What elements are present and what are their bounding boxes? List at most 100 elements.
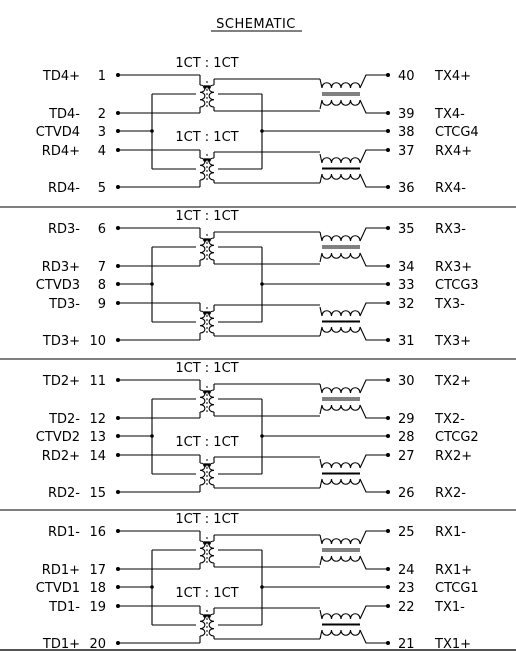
pin-number-left: 17 [89,563,106,578]
ratio-label: 1CT : 1CT [175,361,238,376]
pin-label-right: RX4- [435,181,466,196]
wire [359,605,388,620]
wire [359,629,388,644]
polarity-dot [203,85,207,89]
pin-label-right: RX2+ [435,449,472,464]
polarity-dot [203,238,207,242]
pin-number-right: 32 [398,297,415,312]
pin-label-right: RX3+ [435,260,472,275]
polarity-dot [203,463,207,467]
pin-number-left: 14 [89,449,106,464]
pin-label-right: RX1+ [435,563,472,578]
pin-number-left: 9 [98,297,106,312]
wire [359,99,388,114]
wire [319,326,323,337]
pin-label-left: RD3- [48,222,80,237]
pin-label-left: CTVD4 [36,125,80,140]
ratio-label: 1CT : 1CT [175,209,238,224]
polarity-dot [207,238,211,242]
pin-number-right: 23 [398,581,415,596]
ratio-label: 1CT : 1CT [175,130,238,145]
ratio-label: 1CT : 1CT [175,586,238,601]
schematic-title: SCHEMATIC [216,17,296,32]
wire [359,252,388,267]
block-separators [0,206,516,651]
pin-number-left: 16 [89,525,106,540]
choke-coil [321,252,361,259]
pin-number-right: 29 [398,412,415,427]
pin-number-left: 3 [98,125,106,140]
choke-coil [321,235,361,242]
pin-number-right: 24 [398,563,415,578]
polarity-dot [207,463,211,467]
wire [359,227,388,242]
wire [319,534,323,545]
pin-number-right: 37 [398,144,415,159]
pin-label-right: TX1+ [434,637,471,652]
wire [319,153,323,164]
pin-number-left: 15 [89,486,106,501]
choke-coil [321,82,361,89]
choke-coil [321,157,361,164]
wire [359,555,388,570]
pin-number-left: 2 [98,107,106,122]
pin-label-left: TD4+ [42,69,80,84]
choke-coil [321,387,361,394]
pin-label-left: RD4- [48,181,80,196]
wire [319,555,323,566]
pin-label-left: RD2- [48,486,80,501]
wire [359,530,388,545]
pin-number-right: 26 [398,486,415,501]
pin-label-right: TX4+ [434,69,471,84]
pin-number-left: 11 [89,374,106,389]
pin-number-right: 21 [398,637,415,652]
pin-label-right: TX1- [434,600,465,615]
wire [319,252,323,263]
pin-number-left: 4 [98,144,106,159]
pin-number-right: 36 [398,181,415,196]
wire [359,379,388,394]
pin-label-left: CTVD1 [36,581,80,596]
choke-coil [321,310,361,317]
pin-label-right: RX1- [435,525,466,540]
pin-label-right: CTCG2 [435,430,479,445]
pin-label-left: RD2+ [42,449,80,464]
wire [359,302,388,317]
polarity-dot [203,311,207,315]
pin-label-left: RD1- [48,525,80,540]
wire [359,478,388,493]
choke-coil [321,326,361,333]
pin-label-right: TX3- [434,297,465,312]
pin-label-left: RD3+ [42,260,80,275]
wire [319,609,323,620]
pin-number-left: 5 [98,181,106,196]
wire [359,74,388,89]
pin-number-left: 18 [89,581,106,596]
ratio-label: 1CT : 1CT [175,512,238,527]
pin-label-left: TD3- [48,297,80,312]
pin-label-right: TX3+ [434,334,471,349]
choke-coil [321,613,361,620]
pin-number-right: 39 [398,107,415,122]
pin-label-left: RD4+ [42,144,80,159]
pin-number-right: 34 [398,260,415,275]
wire [319,629,323,640]
polarity-dot [203,541,207,545]
choke-coil [321,478,361,485]
pin-label-left: RD1+ [42,563,80,578]
pin-number-right: 27 [398,449,415,464]
wire [319,404,323,415]
polarity-dot [207,85,211,89]
pin-label-right: CTCG3 [435,278,479,293]
pin-number-right: 28 [398,430,415,445]
pin-number-right: 30 [398,374,415,389]
pin-number-left: 19 [89,600,106,615]
pin-label-right: TX2+ [434,374,471,389]
pin-number-right: 35 [398,222,415,237]
wire [359,149,388,164]
